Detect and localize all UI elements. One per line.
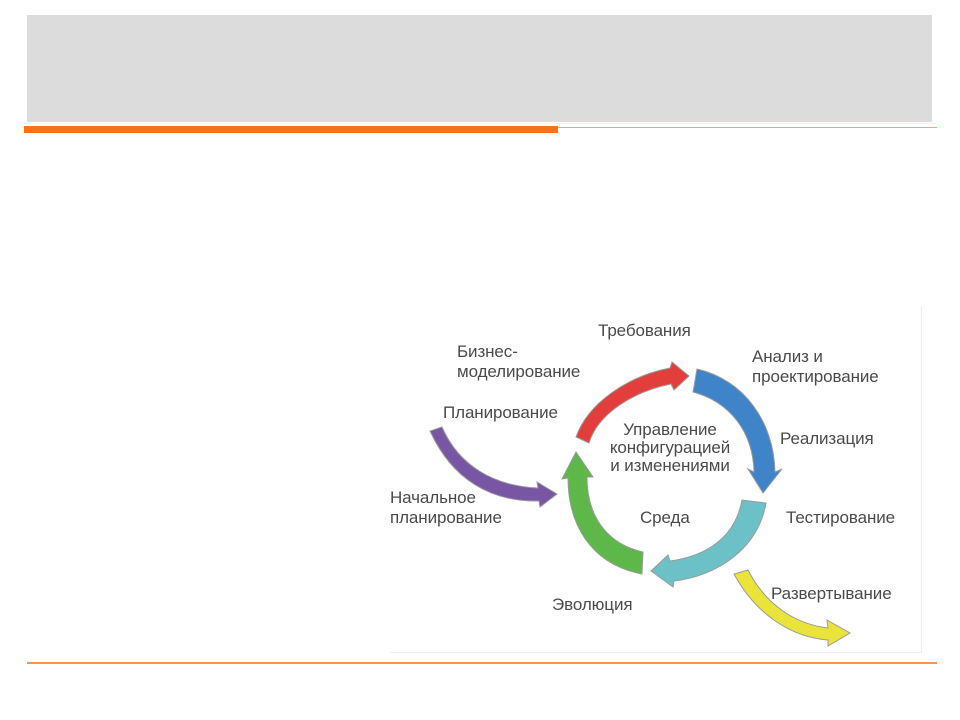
lifecycle-diagram: Требования Анализ и проектирование Реали… [390, 306, 922, 653]
arrow-requirements [575, 361, 690, 444]
lifecycle-arrows [429, 361, 851, 647]
phase-label-implementation: Реализация [780, 429, 874, 448]
center-label: Управление конфигурацией и изменениями [609, 420, 731, 475]
slide-title-band [27, 15, 932, 122]
phase-label-business-modeling: Бизнес- моделирование [457, 342, 581, 381]
arrow-initial-planning [429, 426, 558, 508]
arrow-evolution [561, 451, 644, 575]
inner-label-environment: Среда [640, 508, 690, 527]
title-accent-line [558, 127, 937, 128]
phase-label-deployment: Развертывание [771, 584, 892, 603]
footer-line [27, 662, 937, 664]
phase-label-evolution: Эволюция [552, 595, 633, 614]
phase-label-requirements: Требования [598, 321, 691, 340]
phase-label-testing: Тестирование [786, 508, 896, 527]
title-accent-bar [24, 126, 558, 133]
phase-label-planning: Планирование [443, 403, 558, 422]
arrow-testing [650, 499, 767, 588]
arrow-analysis [692, 368, 783, 494]
arrow-deployment [733, 569, 851, 647]
title-band-edge [24, 123, 936, 124]
phase-label-initial-planning: Начальное планирование [390, 488, 502, 527]
phase-label-analysis: Анализ и проектирование [752, 347, 879, 386]
